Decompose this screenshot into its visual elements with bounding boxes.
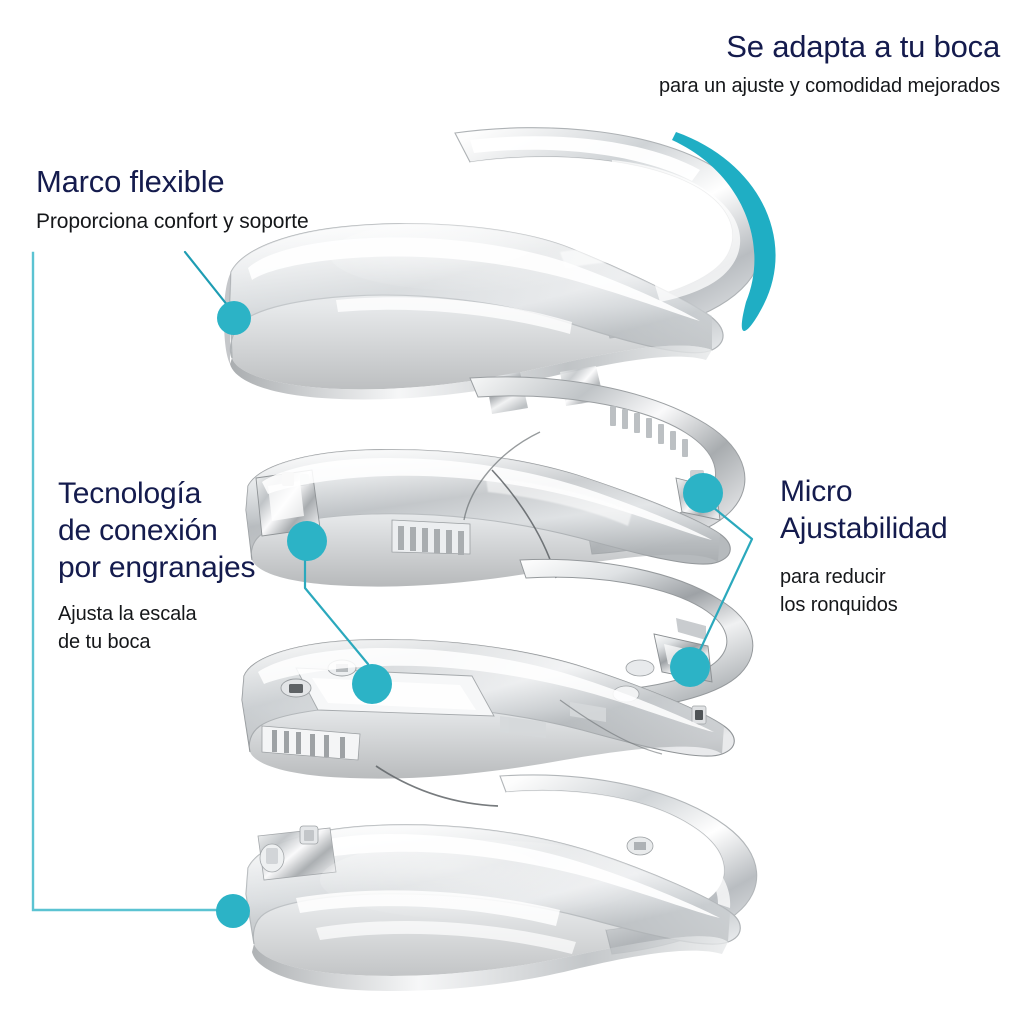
product-layer-lower-base-plate [241, 558, 754, 807]
callout-fit-subtitle: para un ajuste y comodidad mejorados [658, 75, 1000, 97]
callout-micro-title: Micro Ajustabilidad [780, 475, 948, 545]
callout-fit-title: Se adapta a tu boca [726, 29, 1000, 64]
gear-rack [391, 519, 471, 555]
right-micro-tab [675, 470, 721, 521]
callout-frame-title: Marco flexible [36, 164, 225, 199]
callout-fit: Se adapta a tu boca para un ajuste y com… [480, 28, 1000, 101]
product-layer-lower-clear-tray [245, 774, 758, 992]
callout-micro: Micro Ajustabilidad para reducir los ron… [780, 473, 1015, 619]
callout-gear-subtitle: Ajusta la escala de tu boca [58, 603, 197, 653]
callout-gear-title: Tecnología de conexión por engranajes [58, 477, 256, 584]
callout-frame: Marco flexible Proporciona confort y sop… [36, 163, 456, 237]
callout-gear: Tecnología de conexión por engranajes Aj… [58, 475, 318, 656]
lower-tray-posts [257, 825, 337, 881]
callout-frame-subtitle: Proporciona confort y soporte [36, 210, 309, 233]
callout-micro-subtitle: para reducir los ronquidos [780, 566, 898, 616]
product-layer-upper-gear-frame [245, 376, 746, 587]
ratchet-strip [261, 725, 361, 761]
